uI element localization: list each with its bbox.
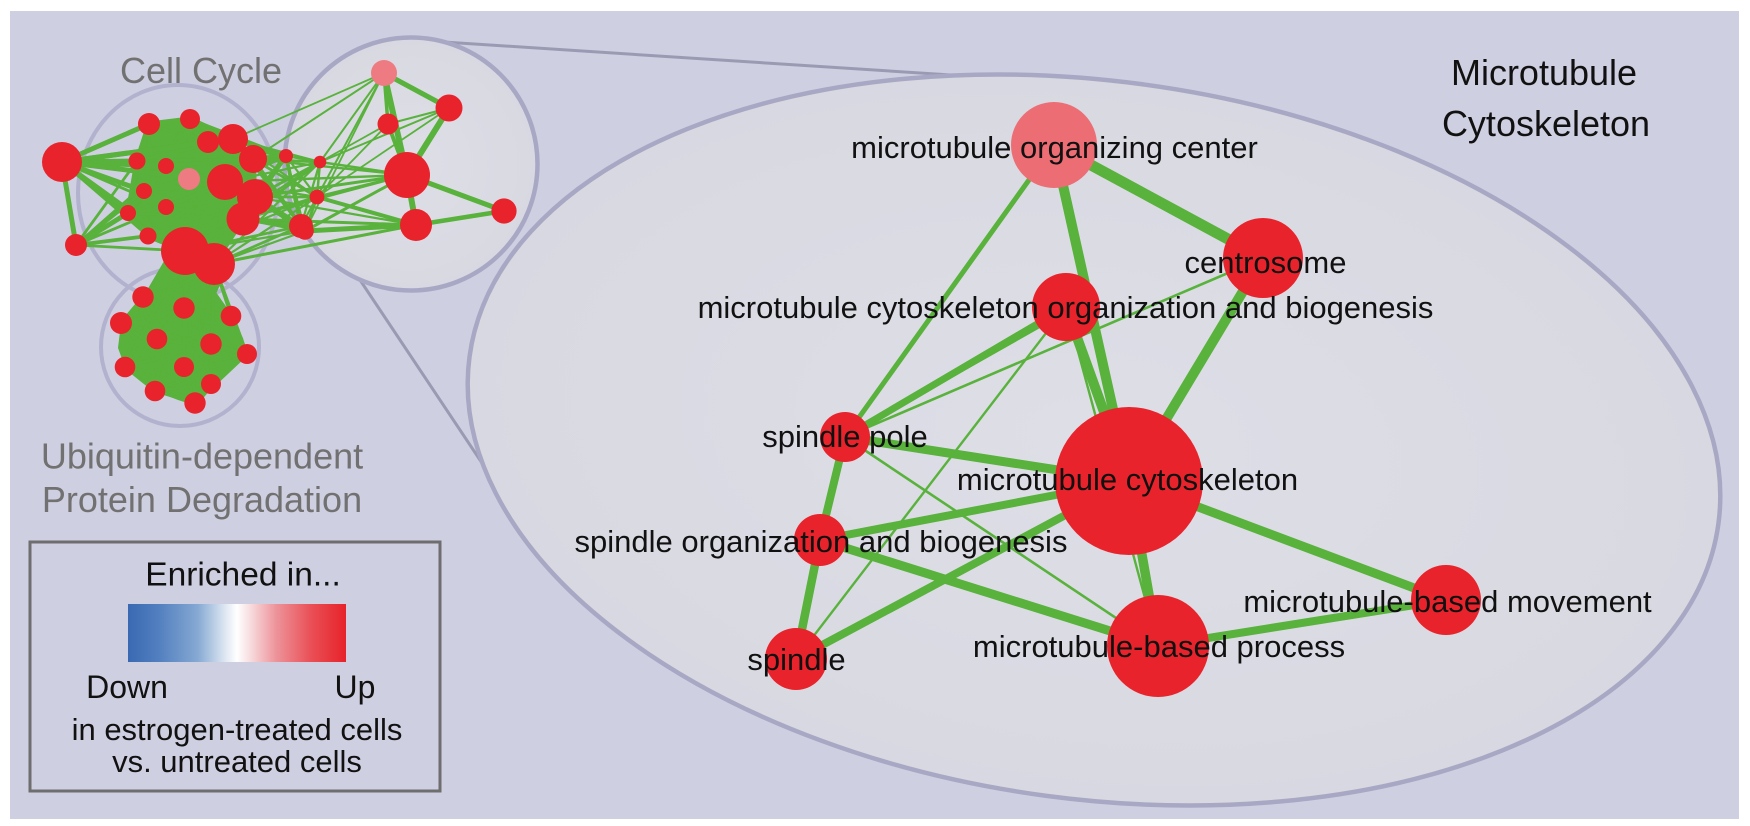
svg-text:microtubule-based process: microtubule-based process [973,629,1345,664]
svg-text:Cytoskeleton: Cytoskeleton [1442,103,1650,144]
svg-text:Ubiquitin-dependent: Ubiquitin-dependent [41,436,363,477]
svg-text:vs. untreated cells: vs. untreated cells [112,744,362,779]
svg-text:centrosome: centrosome [1185,245,1347,280]
svg-text:spindle organization and bioge: spindle organization and biogenesis [575,524,1068,559]
svg-text:Enriched in...: Enriched in... [145,557,341,594]
svg-text:Up: Up [335,669,376,705]
svg-text:in estrogen-treated cells: in estrogen-treated cells [72,712,403,747]
svg-text:microtubule cytoskeleton organ: microtubule cytoskeleton organization an… [698,290,1434,325]
svg-text:Cell Cycle: Cell Cycle [120,50,282,91]
svg-text:microtubule organizing center: microtubule organizing center [851,130,1258,165]
svg-text:spindle pole: spindle pole [762,419,927,454]
svg-text:Down: Down [86,669,168,705]
svg-text:spindle: spindle [747,642,845,677]
svg-text:microtubule-based movement: microtubule-based movement [1243,584,1652,619]
svg-text:Protein Degradation: Protein Degradation [42,479,362,520]
svg-text:Microtubule: Microtubule [1451,52,1637,93]
svg-text:microtubule cytoskeleton: microtubule cytoskeleton [957,462,1298,497]
